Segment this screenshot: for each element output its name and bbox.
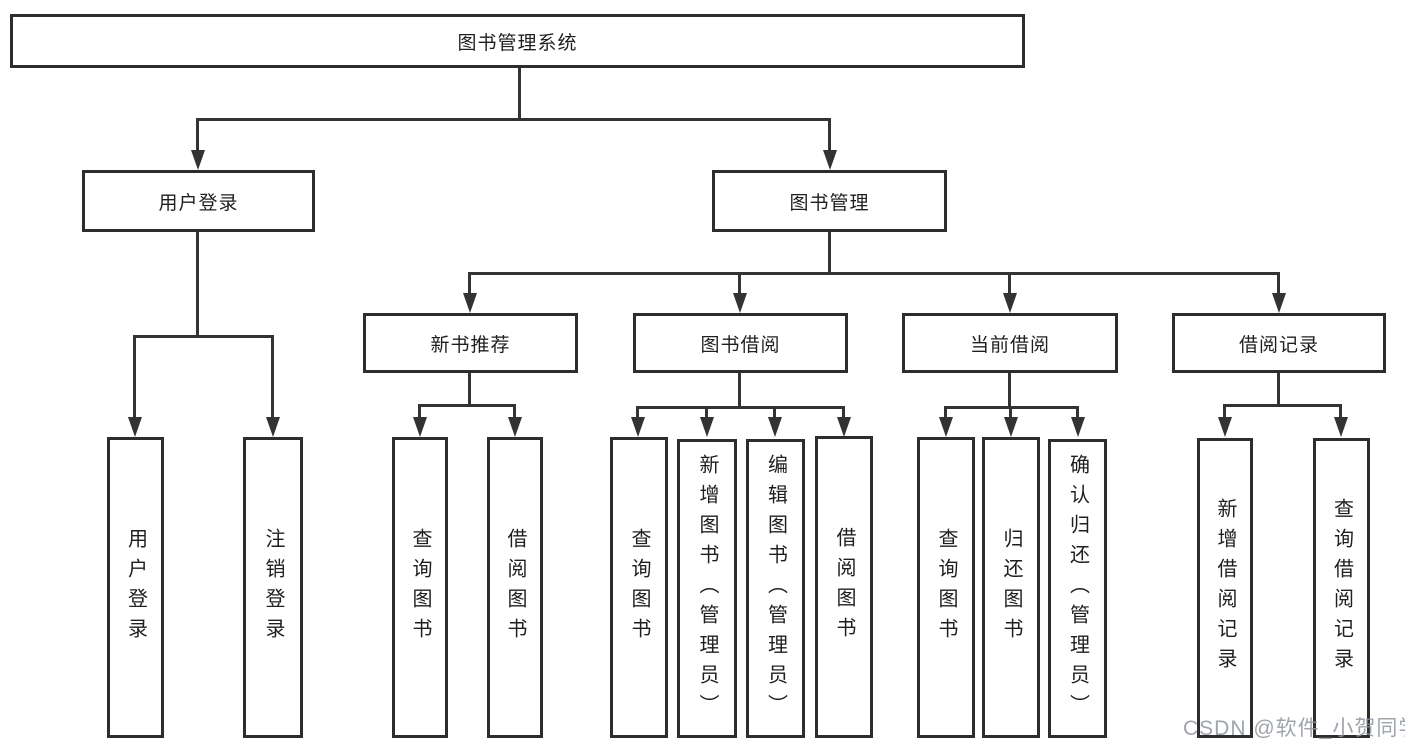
arrow-down-icon (1334, 417, 1348, 437)
node-borrow-records-label: 借阅记录 (1238, 334, 1319, 356)
arrow-down-icon (631, 417, 645, 437)
arrow-down-icon (1003, 293, 1017, 313)
node-new-book-rec: 新书推荐 (363, 313, 578, 373)
leaf-query-books-borrow: 查询图书 (610, 437, 668, 738)
edge-leaf-drop (842, 406, 845, 419)
arrow-down-icon (463, 293, 477, 313)
leaf-add-books-admin: 新增图书（管理员） (677, 439, 737, 738)
node-current-borrow-label: 当前借阅 (969, 334, 1050, 356)
node-current-borrow: 当前借阅 (902, 313, 1118, 373)
arrow-down-icon (1218, 417, 1232, 437)
arrow-down-icon (823, 150, 837, 170)
edge-level3-hline (469, 272, 1279, 275)
leaf-label: 注销登录 (262, 527, 284, 648)
node-root-label: 图书管理系统 (457, 32, 578, 54)
arrow-down-icon (1071, 417, 1085, 437)
edge-new-book-rec-drop (468, 272, 471, 295)
node-new-book-rec-label: 新书推荐 (430, 334, 511, 356)
node-borrow-records: 借阅记录 (1172, 313, 1386, 373)
leaf-label: 用户登录 (124, 527, 147, 648)
leaf-borrow-books: 借阅图书 (815, 436, 873, 738)
edge-leaf-drop (1076, 406, 1079, 419)
edge-borrow-records-drop (1277, 272, 1280, 295)
arrow-down-icon (939, 417, 953, 437)
node-root: 图书管理系统 (10, 14, 1025, 68)
edge-leaf-drop (1009, 406, 1012, 419)
arrow-down-icon (508, 417, 522, 437)
edge-leaf-drop (1223, 404, 1226, 419)
leaf-label: 查询图书 (409, 527, 431, 648)
leaf-label: 编辑图书（管理员） (764, 453, 787, 724)
leaf-label: 借阅图书 (504, 527, 526, 648)
leaf-edit-books-admin: 编辑图书（管理员） (746, 439, 805, 738)
edge-user-login-leaf2-drop (271, 335, 274, 419)
arrow-down-icon (768, 417, 782, 437)
arrow-down-icon (837, 417, 851, 437)
edge-borrow-records-stem (1277, 373, 1280, 407)
leaf-borrow-books-rec: 借阅图书 (487, 437, 543, 738)
edge-book-mgmt-drop (828, 118, 831, 152)
arrow-down-icon (733, 293, 747, 313)
leaf-return-books: 归还图书 (982, 437, 1040, 738)
node-book-borrow: 图书借阅 (633, 313, 848, 373)
arrow-down-icon (700, 417, 714, 437)
edge-book-mgmt-stem (828, 232, 831, 275)
edge-borrow-records-hline (1224, 404, 1342, 407)
leaf-query-books-rec: 查询图书 (392, 437, 448, 738)
edge-root-stem (518, 68, 521, 121)
leaf-label: 查询图书 (628, 527, 650, 648)
leaf-query-borrow-record: 查询借阅记录 (1313, 438, 1370, 738)
edge-current-borrow-hline (945, 406, 1079, 409)
leaf-query-books-current: 查询图书 (917, 437, 975, 738)
edge-book-borrow-hline (637, 406, 845, 409)
arrow-down-icon (266, 417, 280, 437)
edge-leaf-drop (513, 404, 516, 419)
leaf-label: 新增借阅记录 (1214, 498, 1236, 678)
node-user-login: 用户登录 (82, 170, 315, 232)
edge-leaf-drop (1339, 404, 1342, 419)
edge-book-borrow-drop (738, 272, 741, 295)
leaf-user-login: 用户登录 (107, 437, 164, 738)
edge-current-borrow-stem (1008, 373, 1011, 409)
arrow-down-icon (1004, 417, 1018, 437)
arrow-down-icon (1272, 293, 1286, 313)
edge-book-borrow-stem (738, 373, 741, 409)
node-book-mgmt-label: 图书管理 (789, 192, 870, 214)
edge-user-login-stem (196, 232, 199, 338)
arrow-down-icon (191, 150, 205, 170)
leaf-label: 查询借阅记录 (1330, 498, 1353, 678)
edge-leaf-drop (944, 406, 947, 419)
leaf-label: 确认归还（管理员） (1066, 453, 1089, 724)
edge-leaf-drop (418, 404, 421, 419)
node-user-login-label: 用户登录 (158, 192, 239, 214)
leaf-label: 查询图书 (935, 527, 957, 648)
edge-leaf-drop (705, 406, 708, 419)
edge-leaf-drop (636, 406, 639, 419)
edge-level2-hline (197, 118, 831, 121)
leaf-add-borrow-record: 新增借阅记录 (1197, 438, 1253, 738)
node-book-borrow-label: 图书借阅 (700, 334, 781, 356)
edge-new-book-rec-stem (468, 373, 471, 407)
csdn-watermark: CSDN @软件_小贺同学 (1183, 717, 1405, 740)
leaf-label: 新增图书（管理员） (696, 453, 718, 724)
leaf-label: 借阅图书 (833, 527, 855, 647)
edge-new-book-rec-hline (419, 404, 516, 407)
edge-current-borrow-drop (1008, 272, 1011, 295)
leaf-label: 归还图书 (1000, 527, 1022, 648)
edge-user-login-leaf1-drop (133, 335, 136, 419)
node-book-mgmt: 图书管理 (712, 170, 947, 232)
edge-leaf-drop (773, 406, 776, 419)
edge-user-login-hline (134, 335, 274, 338)
edge-user-login-drop (196, 118, 199, 152)
arrow-down-icon (128, 417, 142, 437)
arrow-down-icon (413, 417, 427, 437)
leaf-confirm-return-admin: 确认归还（管理员） (1048, 439, 1107, 738)
leaf-logout: 注销登录 (243, 437, 303, 738)
